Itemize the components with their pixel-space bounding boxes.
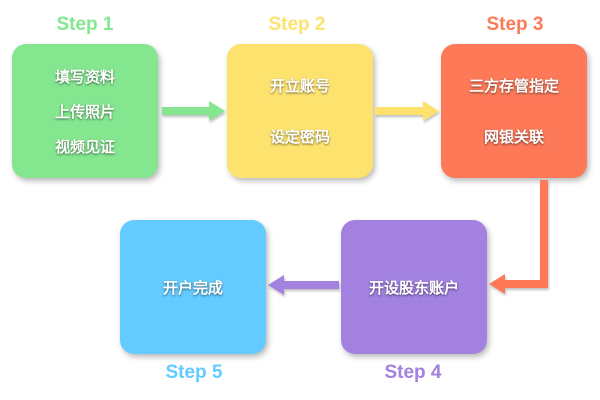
step-1-label: Step 1 [56,14,114,35]
step-2-box: 开立账号 设定密码 [227,44,373,178]
step-5-label: Step 5 [165,362,223,383]
step-3-line-2: 网银关联 [483,128,544,146]
step-3-label: Step 3 [486,14,544,35]
step-1-box: 填写资料 上传照片 视频见证 [12,44,158,178]
arrow-step3-to-step4 [489,180,548,294]
step-3-line-1: 三方存管指定 [468,77,559,95]
step-1-line-2: 上传照片 [54,102,115,121]
step-4-line-1: 开设股东账户 [368,278,459,297]
arrow-step4-to-step5 [268,275,339,295]
step-1-line-1: 填写资料 [54,67,115,86]
arrow-step1-to-step2 [162,101,225,121]
step-2-label: Step 2 [268,14,326,35]
step-4-label: Step 4 [384,362,442,383]
step-2-line-2: 设定密码 [269,128,330,146]
arrow-step2-to-step3 [375,101,439,121]
step-4-box: 开设股东账户 [341,220,487,354]
step-5-box: 开户完成 [120,220,266,354]
step-1-line-3: 视频见证 [54,137,115,156]
step-3-box: 三方存管指定 网银关联 [441,44,587,178]
step-5-line-1: 开户完成 [162,278,223,297]
step-2-line-1: 开立账号 [269,77,330,95]
